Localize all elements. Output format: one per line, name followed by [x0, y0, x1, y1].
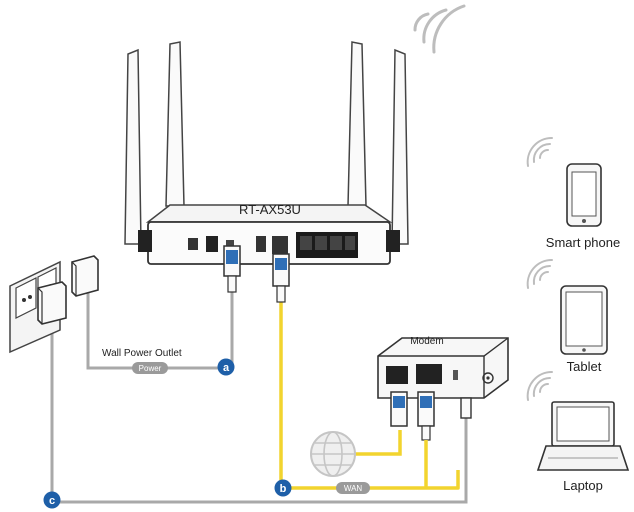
modem [377, 337, 509, 399]
modem-wan-plug [417, 391, 435, 441]
antenna-right-outer [391, 48, 409, 245]
wall-power-outlet-label: Wall Power Outlet [102, 348, 182, 359]
modem-power-plug [460, 397, 472, 419]
smartphone-icon [566, 163, 602, 227]
wan-port [272, 236, 288, 254]
tablet-icon [560, 285, 608, 355]
wifi-signal-icon [526, 258, 553, 289]
wan-plug [272, 253, 290, 303]
marker-c: c [43, 491, 61, 509]
wall-power-outlet [9, 260, 61, 354]
svg-text:a: a [223, 362, 230, 374]
marker-b: b [274, 479, 292, 497]
router-model-label: RT-AX53U [239, 202, 301, 217]
power-adapter-modem [37, 281, 67, 325]
antenna-left-inner [165, 41, 185, 207]
router-ports [188, 232, 358, 258]
svg-text:c: c [49, 495, 55, 507]
smartphone-label: Smart phone [546, 235, 620, 250]
svg-text:Power: Power [139, 364, 162, 373]
router: RT-AX53U [124, 41, 409, 265]
power-tag: Power [132, 362, 168, 374]
power-adapter-router [71, 255, 99, 297]
wifi-signal-icon [413, 4, 466, 54]
modem-power-cable [50, 320, 468, 504]
laptop-icon [536, 401, 630, 471]
tablet-label: Tablet [567, 359, 602, 374]
laptop-label: Laptop [563, 478, 603, 493]
wifi-signal-icon [526, 136, 553, 167]
internet-globe-icon [310, 431, 356, 477]
marker-a: a [217, 358, 235, 376]
modem-internet-plug [390, 391, 408, 427]
svg-text:WAN: WAN [344, 484, 363, 493]
router-top [145, 204, 393, 223]
internet-cable [355, 430, 402, 456]
power-plug [223, 245, 241, 293]
modem-label: Modem [410, 336, 443, 347]
wan-tag: WAN [336, 482, 370, 494]
svg-text:b: b [280, 483, 287, 495]
antenna-left-outer [124, 48, 142, 245]
wifi-signal-icon [526, 370, 553, 401]
antenna-right-inner [347, 41, 367, 207]
